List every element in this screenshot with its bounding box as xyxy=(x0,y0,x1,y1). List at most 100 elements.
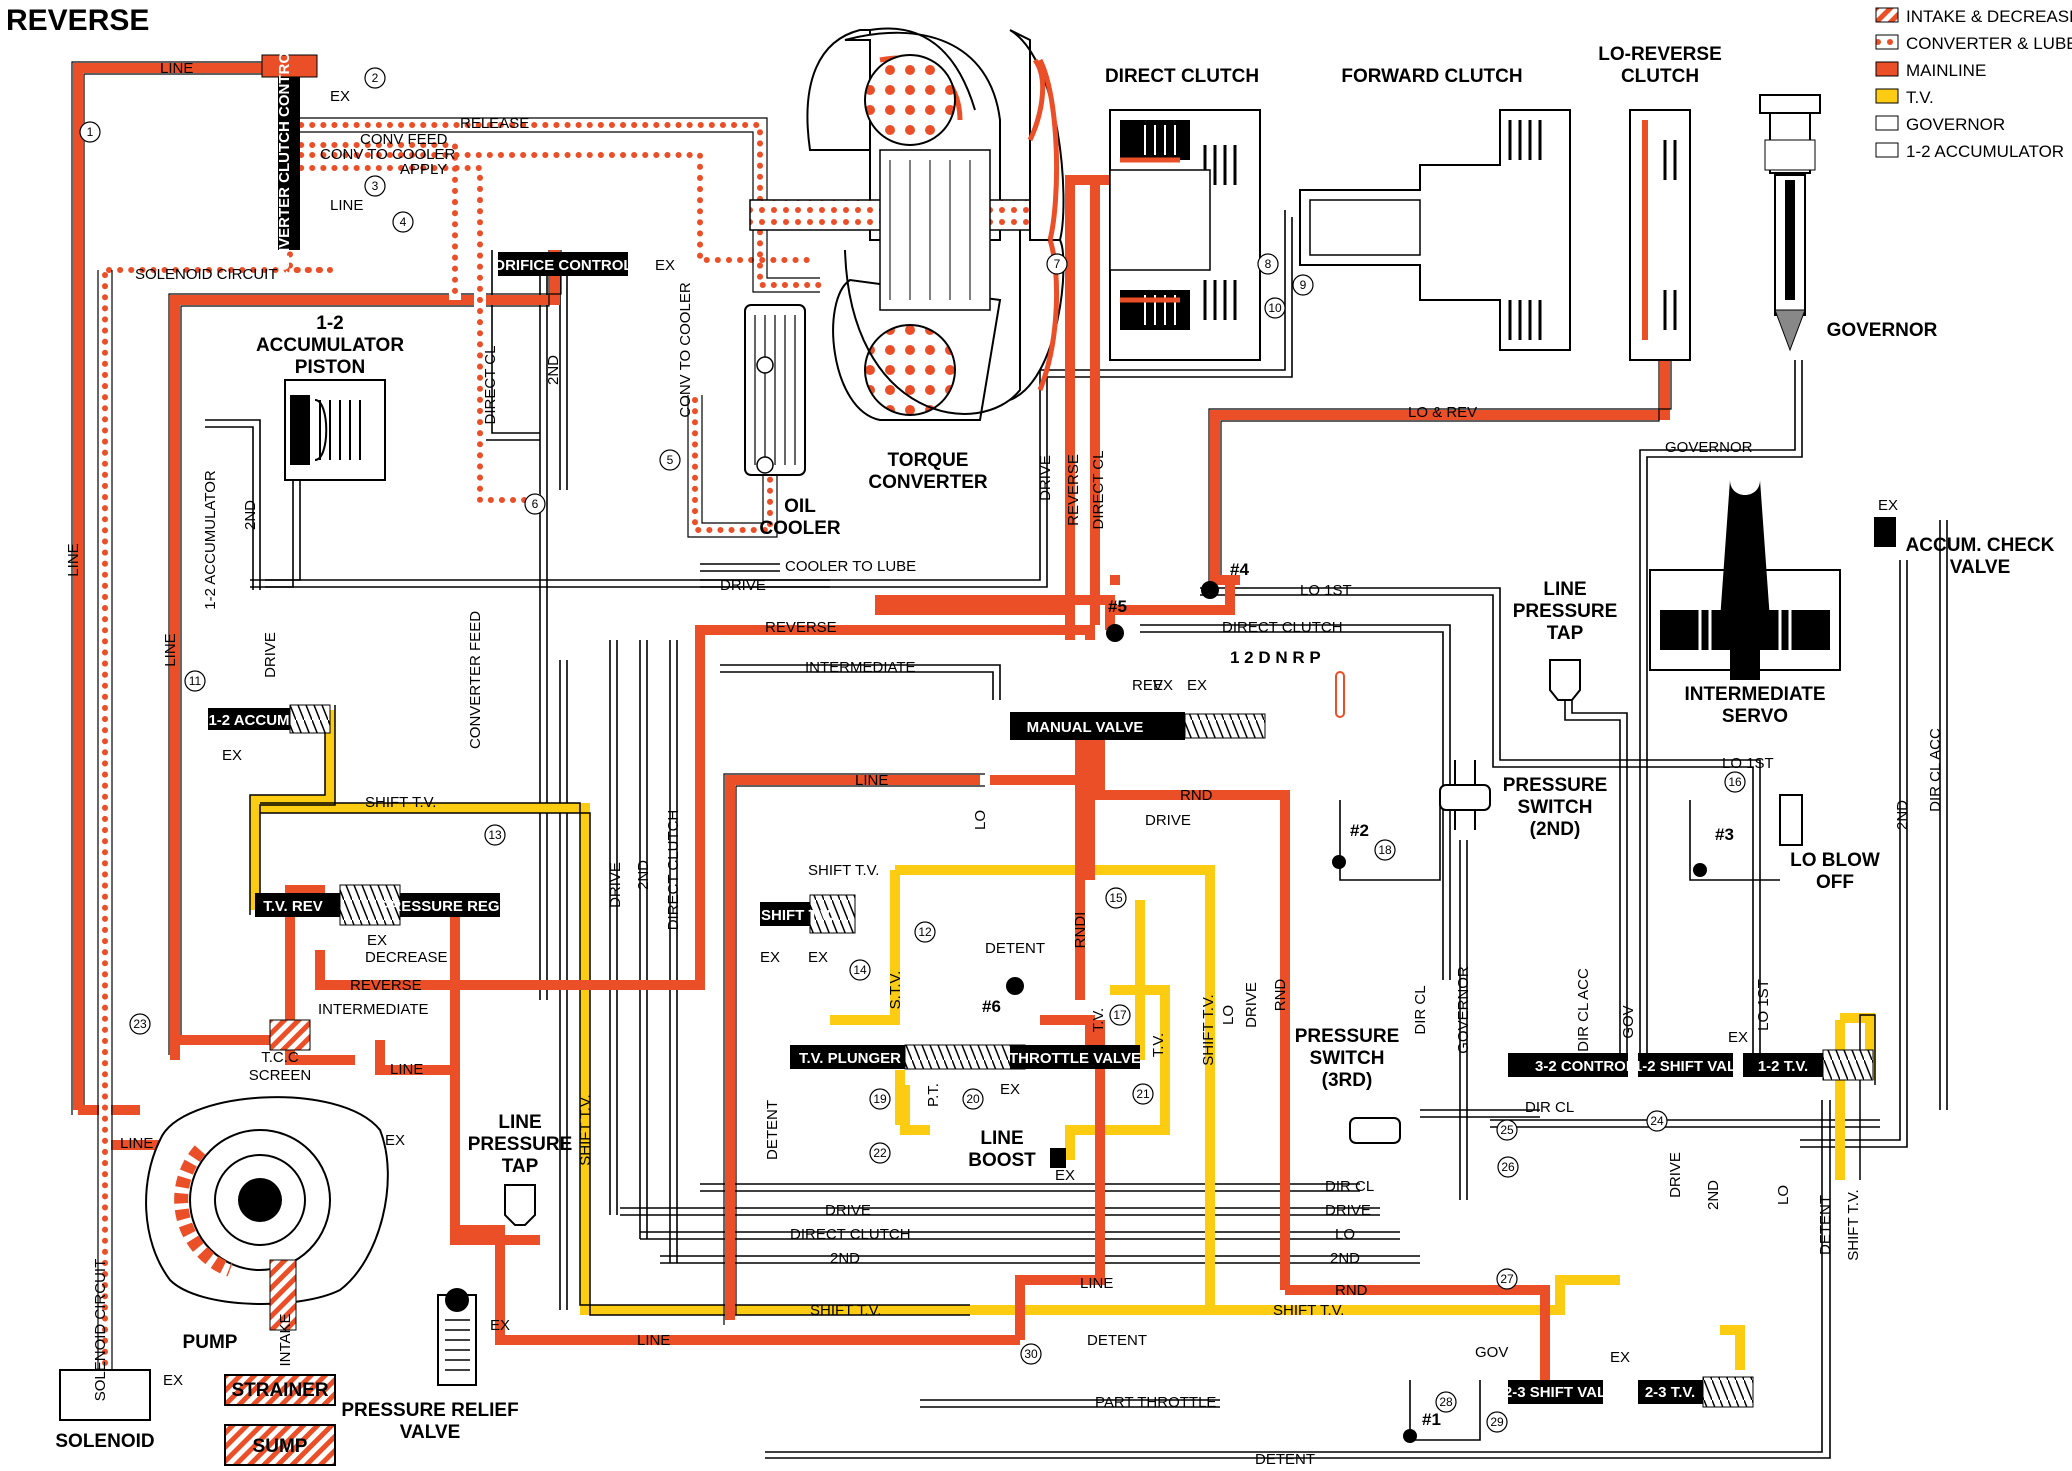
line-pressure-tap-upper-label-3: TAP xyxy=(1547,623,1584,644)
tv-23-valve xyxy=(1638,1380,1703,1404)
checkball-6 xyxy=(1006,977,1024,995)
orifice-27: 27 xyxy=(1500,1272,1514,1286)
accumulator-label-2: ACCUMULATOR xyxy=(256,335,404,356)
converter-turbine-lower xyxy=(864,324,956,416)
checkball-1 xyxy=(1403,1429,1417,1443)
orifice-23: 23 xyxy=(133,1017,147,1031)
accumulator-piston xyxy=(284,379,386,481)
accum-12-valve xyxy=(208,708,290,730)
passage-ex-acc: EX xyxy=(222,747,242,764)
tv-rev-label: T.V. REV xyxy=(263,898,322,915)
tv-plunger-label: T.V. PLUNGER xyxy=(799,1050,901,1067)
solenoid-label: SOLENOID xyxy=(55,1431,154,1452)
orifice-3: 3 xyxy=(372,179,379,193)
passage-detent-b: DETENT xyxy=(1087,1332,1147,1349)
passage-drive-acc: DRIVE xyxy=(262,632,279,678)
orifice-markers xyxy=(79,67,1746,1433)
strainer xyxy=(224,1374,336,1406)
legend-label-governor: GOVERNOR xyxy=(1906,115,2005,134)
passage-ex-pr: EX xyxy=(367,932,387,949)
passage-dir-cl-acc2: DIR CL ACC xyxy=(1927,728,1944,812)
manual-valve-label: MANUAL VALVE xyxy=(1027,719,1144,736)
converter-clutch-control-valve xyxy=(278,75,300,250)
passage-release: RELEASE xyxy=(460,115,529,132)
line-boost-label-2: BOOST xyxy=(968,1150,1036,1171)
line-pressure-tap-lower xyxy=(504,1184,536,1226)
passage-ex-pump: EX xyxy=(385,1132,405,1149)
valve-bodies xyxy=(208,54,1874,1408)
orifice-13: 13 xyxy=(488,828,502,842)
tcc-screen xyxy=(269,1019,311,1051)
passage-accumulator-v: 1-2 ACCUMULATOR xyxy=(202,470,219,610)
intermediate-servo xyxy=(1649,480,1841,680)
intermediate-servo-label-1: INTERMEDIATE xyxy=(1684,684,1825,705)
passage-ex-check: EX xyxy=(1878,497,1898,514)
check-balls xyxy=(1006,581,1707,1443)
passage-direct-cl-v2: DIRECT CL xyxy=(1090,451,1107,530)
line-pressure-tap-lower-label-3: TAP xyxy=(502,1156,539,1177)
passage-lo-1st: LO 1ST xyxy=(1300,582,1352,599)
orifice-19: 19 xyxy=(873,1092,887,1106)
lo-blow-off-label-1: LO BLOW xyxy=(1790,850,1880,871)
accum-check-valve xyxy=(1874,517,1896,547)
orifice-20: 20 xyxy=(966,1092,980,1106)
passage-shift-tv-v4: SHIFT T.V. xyxy=(1845,1189,1862,1260)
passage-line-h2: LINE xyxy=(855,772,888,789)
forward-clutch-label: FORWARD CLUTCH xyxy=(1341,66,1522,87)
passage-decrease: DECREASE xyxy=(365,949,448,966)
lo-blow-off-label-2: OFF xyxy=(1816,872,1854,893)
pressure-reg-label: PRESSURE REG xyxy=(380,898,499,915)
solenoid xyxy=(59,1369,151,1421)
control-32-valve xyxy=(1508,1053,1628,1077)
orifice-9: 9 xyxy=(1300,278,1307,292)
sump xyxy=(224,1424,336,1466)
passage-lo-b: LO xyxy=(1335,1226,1355,1243)
passage-ex-prv: EX xyxy=(490,1317,510,1334)
passage-shift-tv-h: SHIFT T.V. xyxy=(365,794,436,811)
passage-shift-tv-v1: SHIFT T.V. xyxy=(577,1094,594,1165)
passage-drive-b: DRIVE xyxy=(1325,1202,1371,1219)
shift-23-valve xyxy=(1508,1380,1603,1404)
orifice-22: 22 xyxy=(873,1146,887,1160)
torque-converter-label-1: TORQUE xyxy=(888,450,969,471)
passage-direct-clutch-v-mid: DIRECT CLUTCH xyxy=(665,810,682,931)
gear-selector-positions: 1 2 D N R P xyxy=(1230,648,1321,667)
tv-passages xyxy=(250,710,1875,1370)
checkball-4-label: #4 xyxy=(1230,560,1249,579)
shift-tv-valve xyxy=(760,902,810,926)
strainer-label: STRAINER xyxy=(231,1380,328,1401)
control-32-label: 3-2 CONTROL xyxy=(1535,1058,1635,1075)
passage-2nd-v-mid: 2ND xyxy=(635,860,652,890)
mainline-passages xyxy=(73,63,1670,1380)
manual-valve xyxy=(1010,712,1185,740)
legend-label-lube: CONVERTER & LUBE xyxy=(1906,34,2072,53)
passage-ex-mv2: EX xyxy=(1187,677,1207,694)
passage-solenoid-circuit: SOLENOID CIRCUIT xyxy=(135,266,278,283)
passage-conv-to-cooler-v: CONV TO COOLER xyxy=(677,282,694,417)
orifice-control-label: ORIFICE CONTROL xyxy=(493,257,632,274)
passage-drive-v3: DRIVE xyxy=(1243,982,1260,1028)
passage-2nd-v4: 2ND xyxy=(1705,1180,1722,1210)
direct-clutch-label: DIRECT CLUTCH xyxy=(1105,66,1259,87)
passage-apply: APPLY xyxy=(400,161,447,178)
orifice-24: 24 xyxy=(1650,1114,1664,1128)
passage-conv-feed: CONV FEED xyxy=(360,131,448,148)
passage-detent-v4: DETENT xyxy=(1817,1195,1834,1255)
accumulator-label-1: 1-2 xyxy=(316,313,343,334)
passage-governor-h: GOVERNOR xyxy=(1665,439,1753,456)
orifice-1: 1 xyxy=(87,125,94,139)
oil-cooler xyxy=(744,304,806,476)
tv-12-label: 1-2 T.V. xyxy=(1758,1058,1808,1075)
passage-gov-b: GOV xyxy=(1475,1344,1508,1361)
legend: INTAKE & DECREASE CONVERTER & LUBE MAINL… xyxy=(1875,7,2072,161)
passage-drive-bl: DRIVE xyxy=(825,1202,871,1219)
orifice-2: 2 xyxy=(372,71,379,85)
orifice-7: 7 xyxy=(1054,257,1061,271)
lo-reverse-label-2: CLUTCH xyxy=(1621,66,1699,87)
direct-clutch xyxy=(1109,109,1261,361)
passage-lo-1st-v: LO 1ST xyxy=(1755,979,1772,1031)
passage-lo-rev: LO & REV xyxy=(1408,404,1477,421)
pressure-switch-3rd-label-1: PRESSURE xyxy=(1295,1026,1400,1047)
passage-dir-cl-b: DIR CL xyxy=(1325,1178,1374,1195)
legend-swatch-mainline xyxy=(1875,61,1899,77)
